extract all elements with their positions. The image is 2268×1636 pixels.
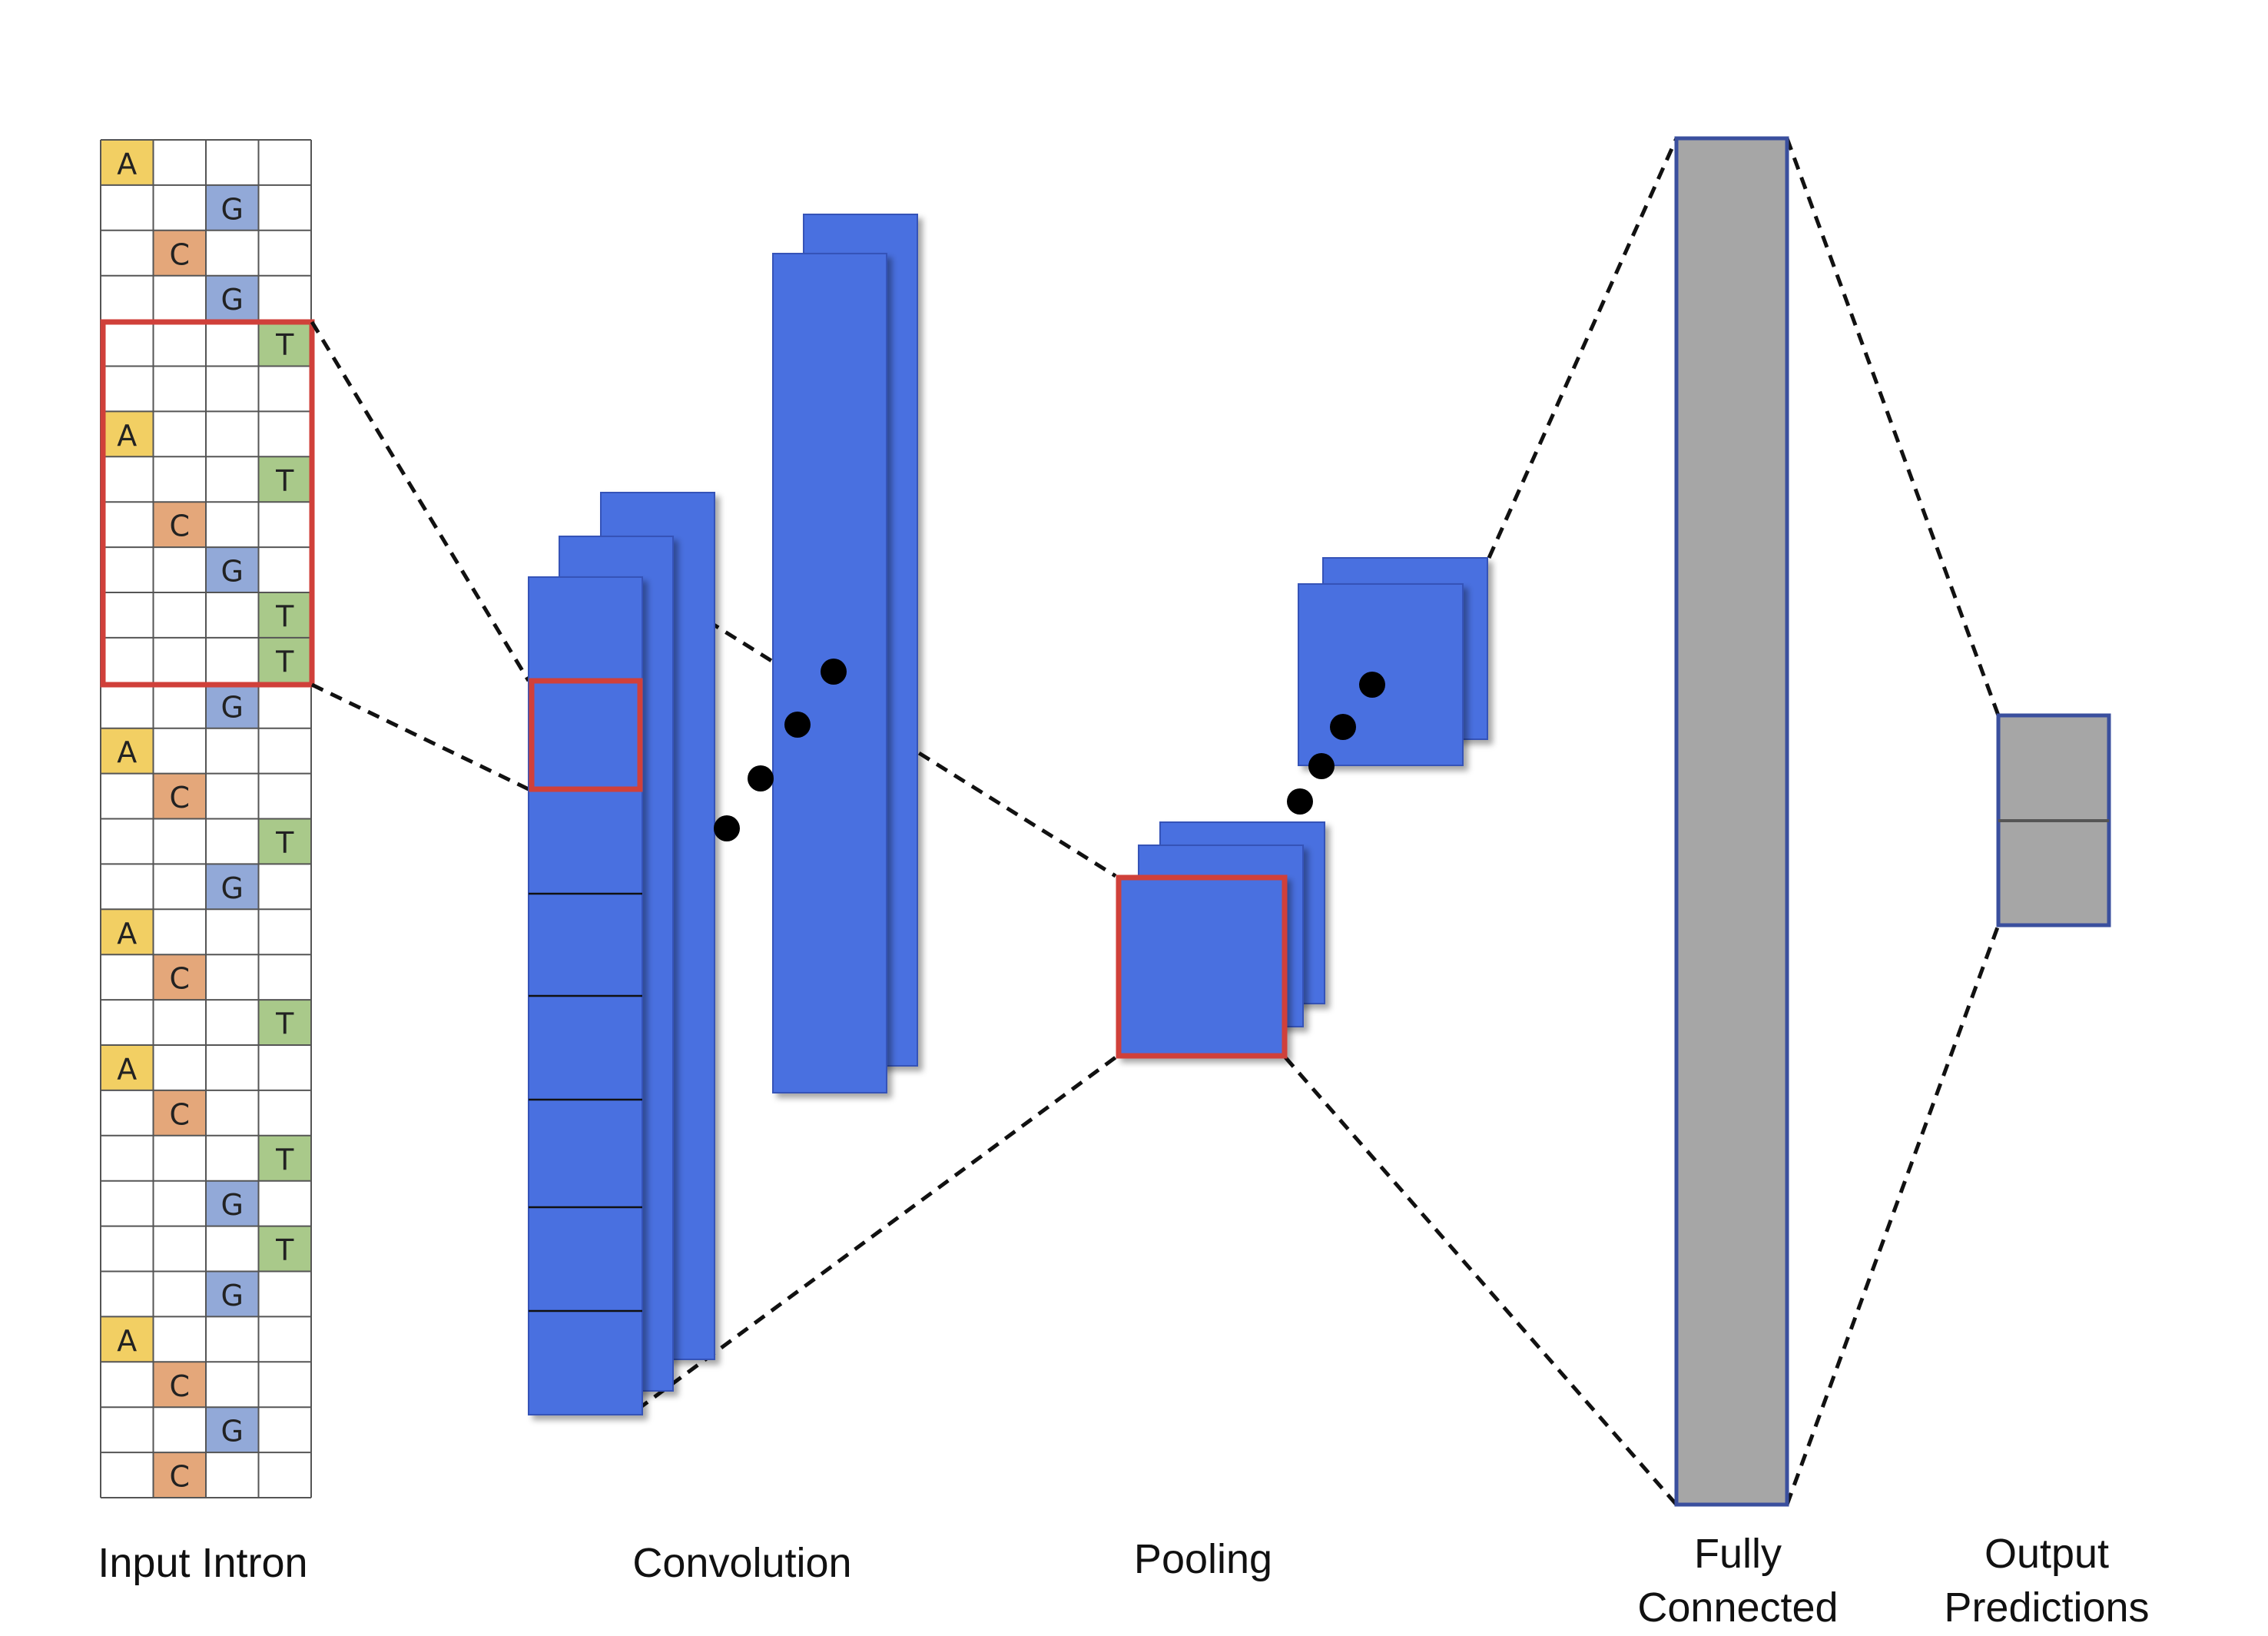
intron-cell-A [101,728,154,774]
intron-base-letter: G [221,1415,244,1449]
intron-base-letter: A [117,917,137,951]
intron-base-letter: T [275,464,294,498]
intron-base-letter: C [169,1369,190,1403]
intron-base-letter: A [117,1324,137,1358]
dashed-line-fc-to-output-bottom [1785,924,2001,1505]
dashed-line-input-to-conv-bottom [310,682,530,791]
intron-cell-A [101,411,154,457]
dashed-line-pool-to-fc-bottom [1284,1056,1678,1506]
intron-base-letter: G [221,1279,244,1312]
pool-ellipsis-dots [1287,672,1385,815]
intron-cell-T [258,818,311,864]
intron-cell-T [258,320,311,367]
intron-base-letter: C [169,962,190,996]
label-output-line1: Output [1984,1531,2109,1577]
intron-base-letter: G [221,690,244,724]
intron-base-letter: T [275,328,294,362]
label-fully-connected-line2: Connected [1637,1585,1838,1631]
intron-cell-C [153,230,206,276]
intron-cell-T [258,1135,311,1181]
intron-base-letter: T [275,1007,294,1041]
intron-base-letter: A [117,419,137,453]
intron-base-letter: G [221,871,244,905]
intron-base-letter: T [275,1233,294,1267]
intron-cell-G [206,1271,259,1317]
intron-cell-C [153,1090,206,1136]
label-fully-connected-line1: Fully [1694,1531,1782,1577]
pool-map-front [1116,875,1287,1058]
dashed-line-input-to-conv-top [310,320,531,682]
intron-base-letter: C [169,1097,190,1131]
intron-cell-G [206,547,259,592]
intron-base-letter: G [221,1188,244,1222]
intron-base-letter: A [117,735,137,769]
pool-window-highlight [1116,874,1288,1059]
intron-base-letter: C [169,509,190,543]
intron-base-letter: C [169,1460,190,1494]
conv-ellipsis-dots [714,659,847,841]
intron-cell-A [101,909,154,955]
label-convolution: Convolution [632,1540,851,1586]
label-input-intron: Input Intron [98,1540,307,1586]
intron-cell-G [206,1180,259,1226]
intron-cell-C [153,954,206,1001]
intron-base-letter: G [221,192,244,226]
fully-connected-layer [1674,136,1789,1507]
intron-cell-G [206,682,259,728]
intron-cell-G [206,184,259,231]
conv-front-dividers [529,892,642,1312]
intron-cell-G [206,275,259,321]
dashed-line-fc-to-output-top [1785,138,2001,716]
intron-base-letter: T [275,1143,294,1176]
intron-cell-C [153,773,206,819]
intron-cell-C [153,502,206,548]
intron-cell-T [258,1226,311,1272]
intron-base-letter: T [275,599,294,633]
label-pooling: Pooling [1134,1536,1272,1582]
intron-base-letter: A [117,147,137,181]
intron-cell-G [206,1407,259,1453]
intron-cell-A [101,1316,154,1362]
intron-cell-A [101,140,154,185]
intron-cell-T [258,592,311,638]
intron-base-letter: T [275,645,294,679]
intron-cell-G [206,864,259,910]
dashed-line-conv-to-pool-bottom [636,1055,1117,1412]
conv-receptive-field-highlight [529,678,643,792]
label-output-line2: Predictions [1944,1585,2149,1631]
intron-cell-C [153,1452,206,1498]
pool-map-small-front [1298,583,1464,766]
intron-base-letter: T [275,826,294,860]
intron-base-letter: G [221,555,244,589]
intron-base-letter: A [117,1052,137,1086]
intron-cell-T [258,1000,311,1045]
intron-cell-C [153,1362,206,1408]
intron-base-letter: C [169,781,190,815]
pooling-stack [1116,557,1488,1059]
intron-base-letter: C [169,237,190,271]
output-predictions-block [1996,713,2111,928]
intron-cell-T [258,637,311,683]
intron-base-letter: G [221,283,244,317]
dashed-line-pool-to-fc-top [1487,137,1679,559]
intron-window-highlight [100,319,315,688]
intron-cell-T [258,456,311,503]
convolution-stack [528,214,918,1415]
intron-cell-A [101,1045,154,1090]
